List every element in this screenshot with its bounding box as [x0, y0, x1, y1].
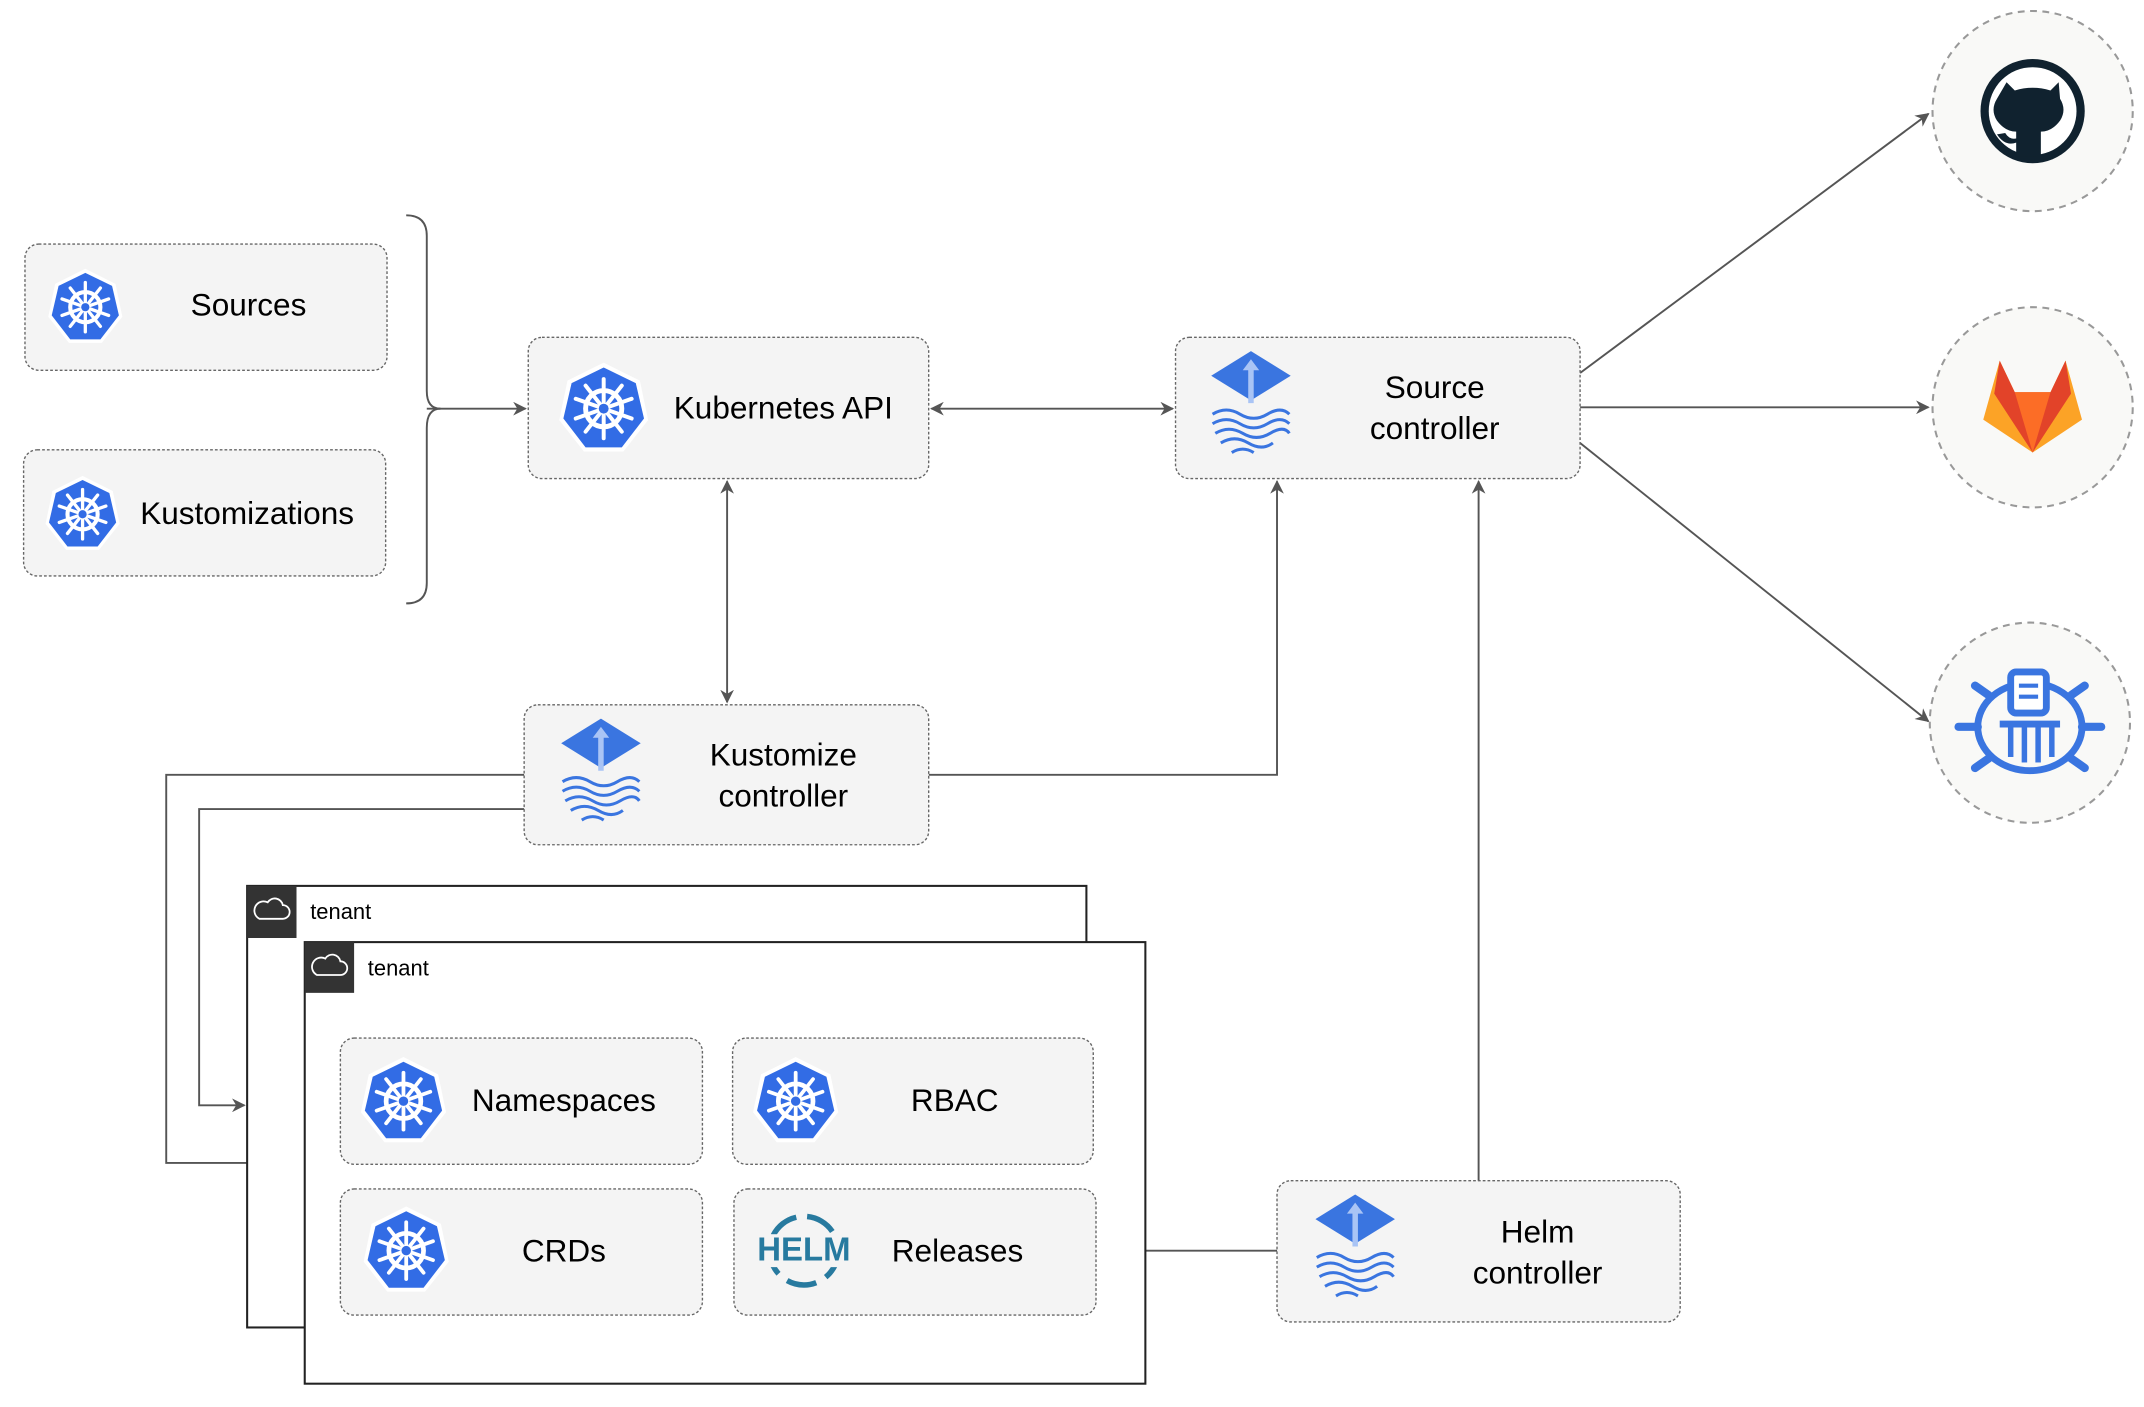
label: RBAC — [911, 1082, 999, 1118]
label: Namespaces — [472, 1082, 656, 1118]
label: Releases — [892, 1233, 1023, 1269]
node-kustomizations: Kustomizations — [22, 449, 387, 577]
node-helm-controller: Helm controller — [1276, 1180, 1681, 1323]
gitlab-icon — [1983, 360, 2082, 453]
brace-top — [406, 214, 441, 410]
label-line-1: Kustomize — [710, 736, 857, 772]
tenant-label: tenant — [368, 955, 429, 980]
label: Kubernetes API — [674, 389, 893, 425]
node-crds: CRDs — [339, 1188, 704, 1316]
brace-bottom — [406, 407, 441, 605]
tenant-label: tenant — [310, 899, 371, 924]
arrow-kustomize-to-tenant-front — [165, 773, 525, 1170]
helm-repository-source — [1928, 621, 2132, 824]
node-source-controller: Source controller — [1174, 336, 1581, 480]
arrow-kustomize-to-tenant-back — [198, 808, 525, 1113]
node-namespaces: Namespaces — [339, 1037, 704, 1165]
label: Kustomizations — [140, 495, 354, 531]
github-icon — [1980, 58, 2085, 164]
node-kustomize-controller: Kustomize controller — [523, 704, 930, 846]
label-line-1: Source — [1385, 369, 1485, 405]
node-sources: Sources — [24, 243, 388, 371]
label-line-1: Helm — [1501, 1214, 1575, 1250]
helm-icon: HELM — [757, 1213, 851, 1288]
arrow-source-to-github — [1579, 113, 1930, 374]
helm-logo-text: HELM — [757, 1231, 850, 1268]
helm-repository-icon — [1954, 668, 2106, 775]
node-kubernetes-api: Kubernetes API — [527, 336, 930, 480]
arrow-kustomize-to-source — [928, 479, 1284, 776]
node-releases: HELM Releases — [733, 1188, 1097, 1316]
label-line-2: controller — [1370, 410, 1500, 446]
arrow-source-to-helm-repo — [1579, 442, 1930, 723]
label: Sources — [191, 287, 307, 323]
gitlab-source — [1931, 306, 2134, 509]
label-line-2: controller — [1473, 1255, 1603, 1291]
github-source — [1931, 9, 2134, 213]
tenant-front: tenant Namespaces RBAC CRDs HELM Release… — [303, 941, 1147, 1385]
label: CRDs — [522, 1233, 606, 1269]
label-line-2: controller — [718, 777, 848, 813]
node-rbac: RBAC — [731, 1037, 1094, 1165]
